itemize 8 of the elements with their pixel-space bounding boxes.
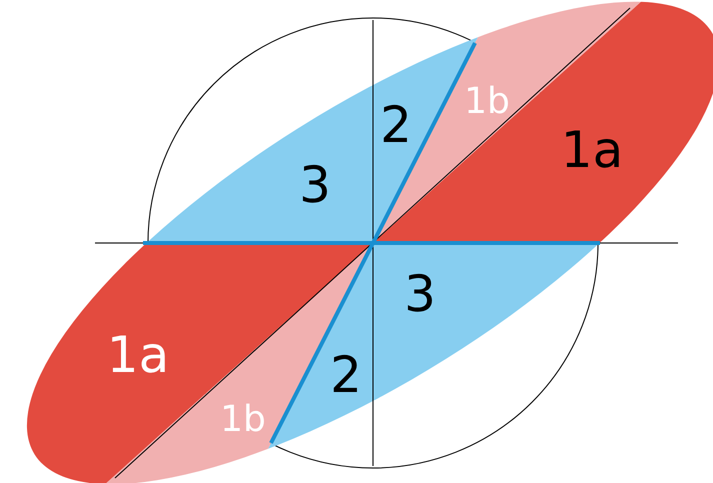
- region-label: 2: [380, 100, 412, 150]
- region-label: 2: [330, 350, 362, 400]
- region-label: 1a: [560, 125, 624, 175]
- region-label: 3: [404, 269, 436, 319]
- region-label: 1b: [464, 84, 510, 120]
- region-label: 1a: [106, 330, 170, 380]
- region-label: 3: [299, 160, 331, 210]
- region-label: 1b: [220, 402, 266, 438]
